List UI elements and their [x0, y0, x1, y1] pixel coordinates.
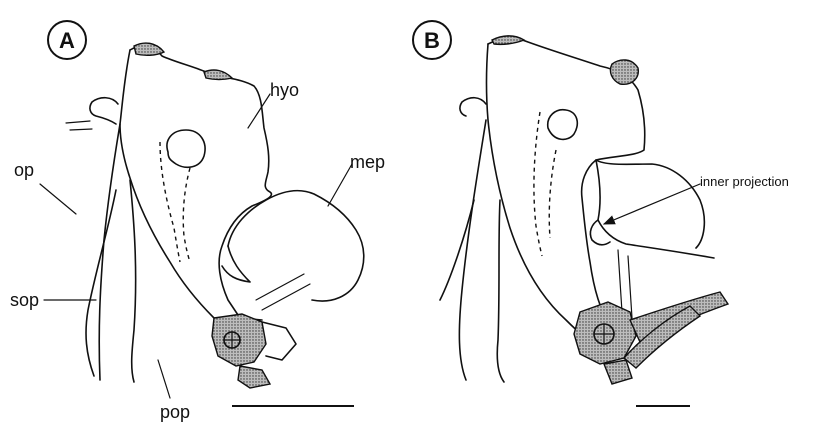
canal-dashed-2-a — [183, 168, 190, 262]
leader-hyo — [248, 94, 270, 128]
label-hyo: hyo — [270, 80, 299, 100]
hyo-cartilage-cap-1-a — [134, 43, 164, 55]
lower-fragment-b — [604, 360, 632, 384]
leader-pop — [158, 360, 170, 398]
quadrate-shade-a — [238, 366, 270, 388]
leader-mep — [328, 164, 352, 206]
hyomandibula-left-edge-b — [487, 44, 605, 352]
foramen-b — [548, 110, 578, 140]
panel-a-letter: A — [59, 28, 75, 53]
label-op: op — [14, 160, 34, 180]
panel-b-badge: B — [413, 21, 451, 59]
label-inner-projection: inner projection — [700, 174, 789, 189]
panel-b-letter: B — [424, 28, 440, 53]
metapterygoid-outline-b — [596, 160, 714, 258]
canal-dashed-1-b — [534, 112, 542, 256]
hyomandibula-left-edge-a — [120, 50, 214, 318]
leader-op — [40, 184, 76, 214]
foramen-a — [167, 130, 205, 167]
metapterygoid-lower-a — [222, 246, 250, 282]
subopercle-outline-b — [440, 200, 474, 300]
label-pop: pop — [160, 402, 190, 422]
opercle-stub-a — [66, 121, 92, 130]
panel-a: A hyo mep op sop — [10, 21, 385, 422]
opercle-outline-b — [460, 98, 486, 116]
metapterygoid-outline-a — [228, 191, 364, 301]
opercle-outline-a — [90, 98, 118, 124]
canal-dashed-2-b — [549, 150, 556, 238]
preopercle-outline-b — [459, 120, 504, 382]
arrow-inner-projection — [604, 184, 700, 224]
hyo-cartilage-cap-2-a — [204, 70, 232, 80]
hyo-cartilage-cap-1-b — [492, 36, 524, 44]
panel-b: B inner projection — [413, 21, 789, 406]
label-mep: mep — [350, 152, 385, 172]
quadrate-fragment-a — [262, 322, 296, 360]
symplectic-lines-a — [256, 274, 310, 310]
preopercle-outline-a — [99, 124, 135, 382]
label-sop: sop — [10, 290, 39, 310]
panel-a-badge: A — [48, 21, 86, 59]
hyo-cartilage-cap-2-b — [610, 60, 638, 84]
hyomandibula-outline-a — [130, 46, 271, 320]
